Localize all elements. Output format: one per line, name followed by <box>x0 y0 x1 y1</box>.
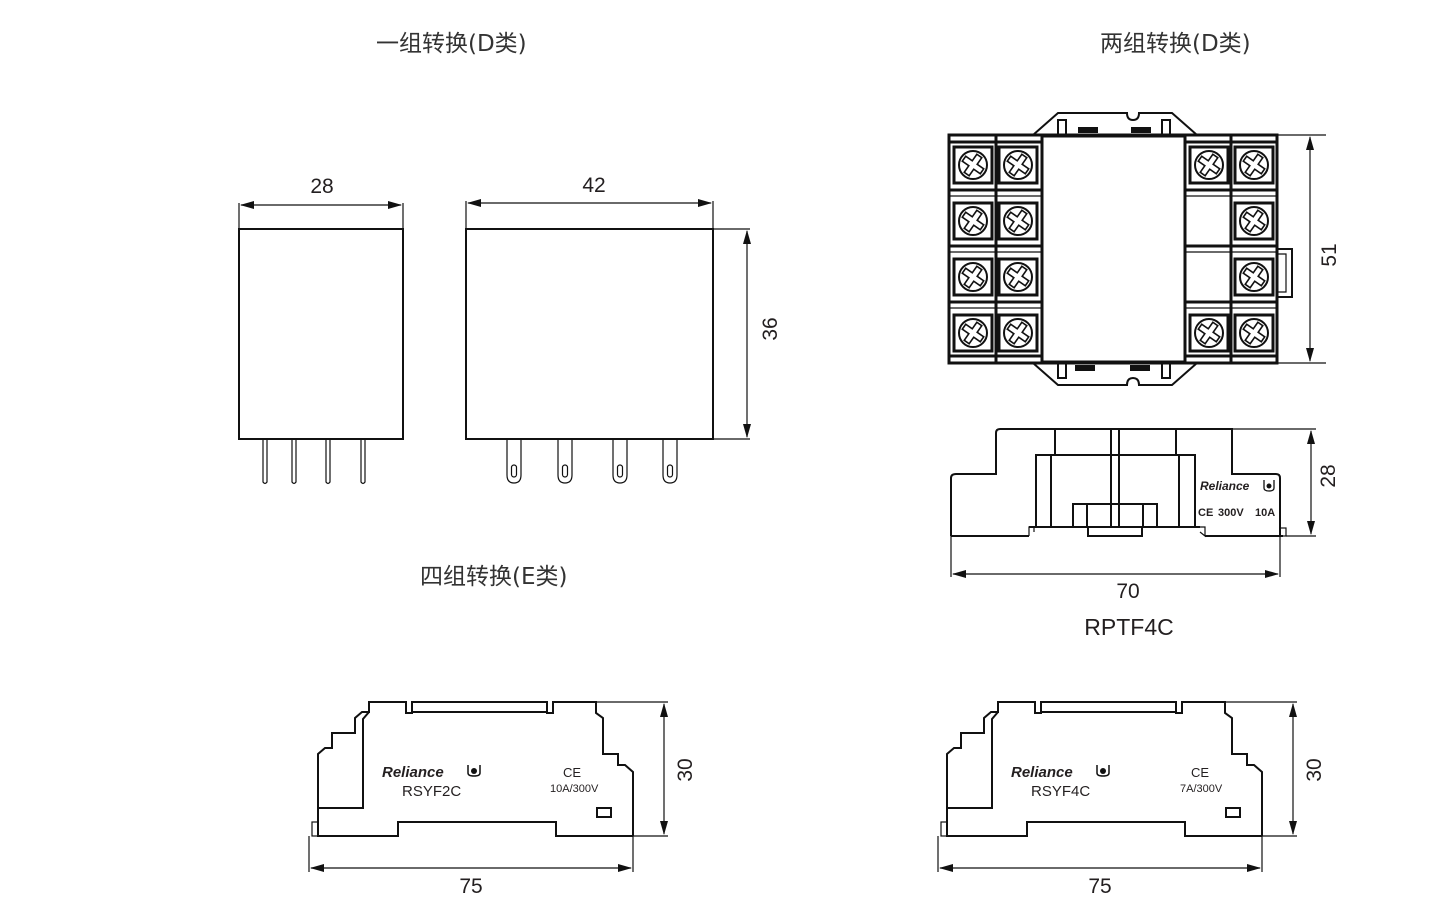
dim-rptf4c-length: 70 <box>1116 580 1139 603</box>
rsyf2c-brand: Reliance <box>382 764 444 781</box>
rptf4c-ce-mark: CE <box>1198 507 1213 519</box>
ul-mark-icon <box>1096 765 1110 777</box>
terminal-screw-icon <box>997 257 1039 297</box>
ul-mark-icon <box>467 765 481 777</box>
title-four-group-e: 四组转换(E类) <box>420 564 568 590</box>
terminal-screw-icon <box>952 313 994 353</box>
relay-pin-tab <box>557 439 573 484</box>
rsyf2c-rating: 10A/300V <box>550 783 599 795</box>
rsyf2c-model: RSYF2C <box>402 783 461 800</box>
ul-mark-icon <box>1263 480 1275 492</box>
dim-rptf4c-height: 51 <box>1318 243 1341 266</box>
dim-rsyf4c-height: 30 <box>1303 758 1326 781</box>
rptf4c-brand: Reliance <box>1200 479 1250 493</box>
terminal-screw-icon <box>952 145 994 185</box>
relay-pin <box>291 439 297 485</box>
relay-side-pins <box>262 439 366 485</box>
terminal-screw-icon <box>997 201 1039 241</box>
terminal-screw-icon <box>1233 313 1275 353</box>
relay-front-pins <box>506 439 678 484</box>
rptf4c-model-label: RPTF4C <box>1084 614 1173 640</box>
relay-pin-tab <box>612 439 628 484</box>
terminal-screw-icon <box>1233 201 1275 241</box>
rptf4c-voltage: 300V <box>1218 507 1244 519</box>
relay-pin-tab <box>662 439 678 484</box>
terminal-screw-icon <box>1233 145 1275 185</box>
dim-rsyf2c-length: 75 <box>459 875 482 898</box>
rsyf4c-rating: 7A/300V <box>1180 783 1223 795</box>
rptf4c-current: 10A <box>1255 507 1275 519</box>
rptf4c-terminals <box>949 145 1277 353</box>
rsyf4c-brand: Reliance <box>1011 764 1073 781</box>
relay-pin <box>325 439 331 485</box>
dim-rptf4c-side-height: 28 <box>1317 464 1340 487</box>
title-two-group-d: 两组转换(D类) <box>1100 31 1251 57</box>
rsyf2c-ce-mark: CE <box>563 765 581 780</box>
terminal-screw-icon <box>952 201 994 241</box>
relay-pin <box>262 439 268 485</box>
rsyf2c-side-view <box>308 701 668 872</box>
rptf4c-side-view: Reliance CE 300V 10A 28 70 RPTF4C <box>950 428 1340 640</box>
relay-side-view: 28 <box>238 175 404 485</box>
title-one-group-d: 一组转换(D类) <box>376 31 527 57</box>
relay-pin-tab <box>506 439 522 484</box>
dim-rsyf2c-height: 30 <box>674 758 697 781</box>
terminal-screw-icon <box>952 257 994 297</box>
rptf4c-top-view: 51 <box>947 112 1341 386</box>
dim-rsyf4c-length: 75 <box>1088 875 1111 898</box>
relay-front-view: 42 36 <box>465 174 782 484</box>
rsyf4c-model: RSYF4C <box>1031 783 1090 800</box>
terminal-screw-icon <box>1188 313 1230 353</box>
dim-front-width: 42 <box>582 174 605 197</box>
terminal-screw-icon <box>1233 257 1275 297</box>
dim-side-width: 28 <box>310 175 333 198</box>
terminal-screw-icon <box>997 145 1039 185</box>
terminal-screw-icon <box>1188 145 1230 185</box>
rsyf4c-ce-mark: CE <box>1191 765 1209 780</box>
terminal-screw-icon <box>997 313 1039 353</box>
dim-height: 36 <box>759 317 782 340</box>
relay-pin <box>360 439 366 485</box>
rsyf4c-side-view <box>937 701 1297 872</box>
